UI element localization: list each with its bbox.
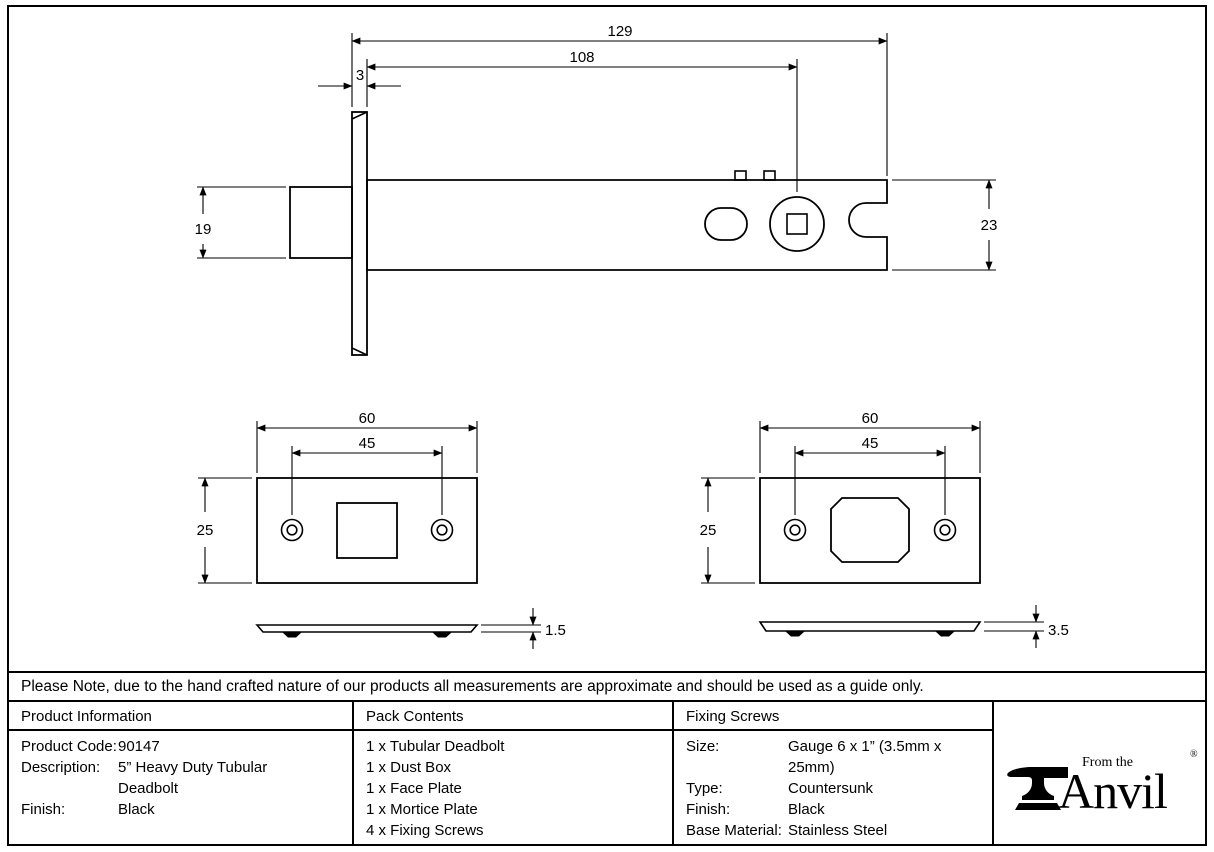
countersink-profile — [282, 632, 302, 638]
dim-label-hole-centres: 45 — [862, 435, 879, 452]
field-label: Type: — [686, 780, 723, 797]
field-value: Black — [788, 801, 825, 818]
plate-profile — [758, 621, 982, 632]
barrel — [289, 186, 353, 259]
mortice-plate-front-view: 60 45 25 3.5 — [700, 410, 1069, 648]
mortice-plate — [759, 477, 981, 584]
spec-table: Product Information Product Code: 90147 … — [9, 702, 1205, 844]
anvil-icon — [1007, 767, 1068, 810]
bolt-aperture — [336, 502, 398, 559]
field-value: Stainless Steel — [788, 822, 888, 839]
brand-logo: From the ® Anvil — [992, 702, 1205, 844]
field-label: Product Code: — [21, 738, 117, 755]
dim-label-barrel-height: 19 — [195, 221, 212, 238]
screw-hole — [783, 518, 807, 542]
product-information-column: Product Information Product Code: 90147 … — [9, 702, 352, 844]
field-value: Gauge 6 x 1” (3.5mm x 25mm) — [788, 738, 942, 776]
field-value: 90147 — [118, 738, 160, 755]
countersink-profile — [432, 632, 452, 638]
screw-hole — [436, 524, 448, 536]
deadbolt-side-view: 129 108 3 19 — [195, 23, 998, 356]
pack-item: 1 x Dust Box — [366, 759, 452, 776]
brand-tagline: From the — [1082, 755, 1133, 770]
case-tab — [734, 170, 747, 181]
registered-trademark: ® — [1190, 749, 1198, 760]
screw-hole — [280, 518, 304, 542]
dim-label-plate-thickness: 1.5 — [545, 622, 566, 639]
technical-drawing: 129 108 3 19 — [195, 23, 1069, 649]
column-header: Product Information — [9, 702, 352, 731]
countersink-profile — [785, 631, 805, 637]
faceplate-bevel — [351, 347, 368, 356]
screw-hole — [939, 524, 951, 536]
case-tab — [763, 170, 776, 181]
faceplate-bevel — [351, 111, 368, 120]
dim-label-backset: 108 — [569, 49, 594, 66]
follower-circle — [769, 196, 825, 252]
oval-hole — [704, 207, 748, 241]
pack-item: 4 x Fixing Screws — [366, 822, 484, 839]
dim-label-plate-thickness: 3.5 — [1048, 622, 1069, 639]
screw-hole — [789, 524, 801, 536]
dim-label-plate-height: 25 — [700, 522, 717, 539]
fixing-screws-column: Fixing Screws Size: Gauge 6 x 1” (3.5mm … — [672, 702, 992, 844]
column-header: Pack Contents — [354, 702, 672, 731]
field-label: Size: — [686, 738, 720, 755]
pack-item: 1 x Mortice Plate — [366, 801, 478, 818]
faceplate-edge — [351, 111, 368, 356]
field-label: Finish: — [686, 801, 731, 818]
column-header: Fixing Screws — [674, 702, 992, 731]
spindle-square-hole — [786, 213, 808, 235]
brand-name: Anvil — [1058, 763, 1168, 819]
note-text: Please Note, due to the hand crafted nat… — [21, 677, 924, 695]
measurement-note: Please Note, due to the hand crafted nat… — [9, 671, 1205, 702]
field-label: Finish: — [21, 801, 66, 818]
countersink-profile — [935, 631, 955, 637]
screw-hole — [933, 518, 957, 542]
field-value: Countersunk — [788, 780, 874, 797]
field-label: Base Material: — [686, 822, 782, 839]
face-plate — [256, 477, 478, 584]
field-value: 5” Heavy Duty Tubular Deadbolt — [118, 759, 268, 797]
dim-label-plate-width: 60 — [862, 410, 879, 427]
face-plate-front-view: 60 45 25 1.5 — [197, 410, 566, 649]
screw-hole — [286, 524, 298, 536]
dim-label-case-height: 23 — [981, 217, 998, 234]
field-value: Black — [118, 801, 155, 818]
pack-contents-column: Pack Contents 1 x Tubular Deadbolt 1 x D… — [352, 702, 672, 844]
dim-label-plate-height: 25 — [197, 522, 214, 539]
dust-box-aperture — [830, 497, 910, 563]
dim-label-plate-width: 60 — [359, 410, 376, 427]
plate-profile — [255, 624, 479, 633]
pack-item: 1 x Face Plate — [366, 780, 462, 797]
dim-label-hole-centres: 45 — [359, 435, 376, 452]
dim-label-faceplate-thickness: 3 — [356, 67, 364, 84]
field-label: Description: — [21, 759, 101, 776]
screw-hole — [430, 518, 454, 542]
dim-label-overall-length: 129 — [607, 23, 632, 40]
pack-item: 1 x Tubular Deadbolt — [366, 738, 505, 755]
bolt-case — [366, 179, 888, 271]
